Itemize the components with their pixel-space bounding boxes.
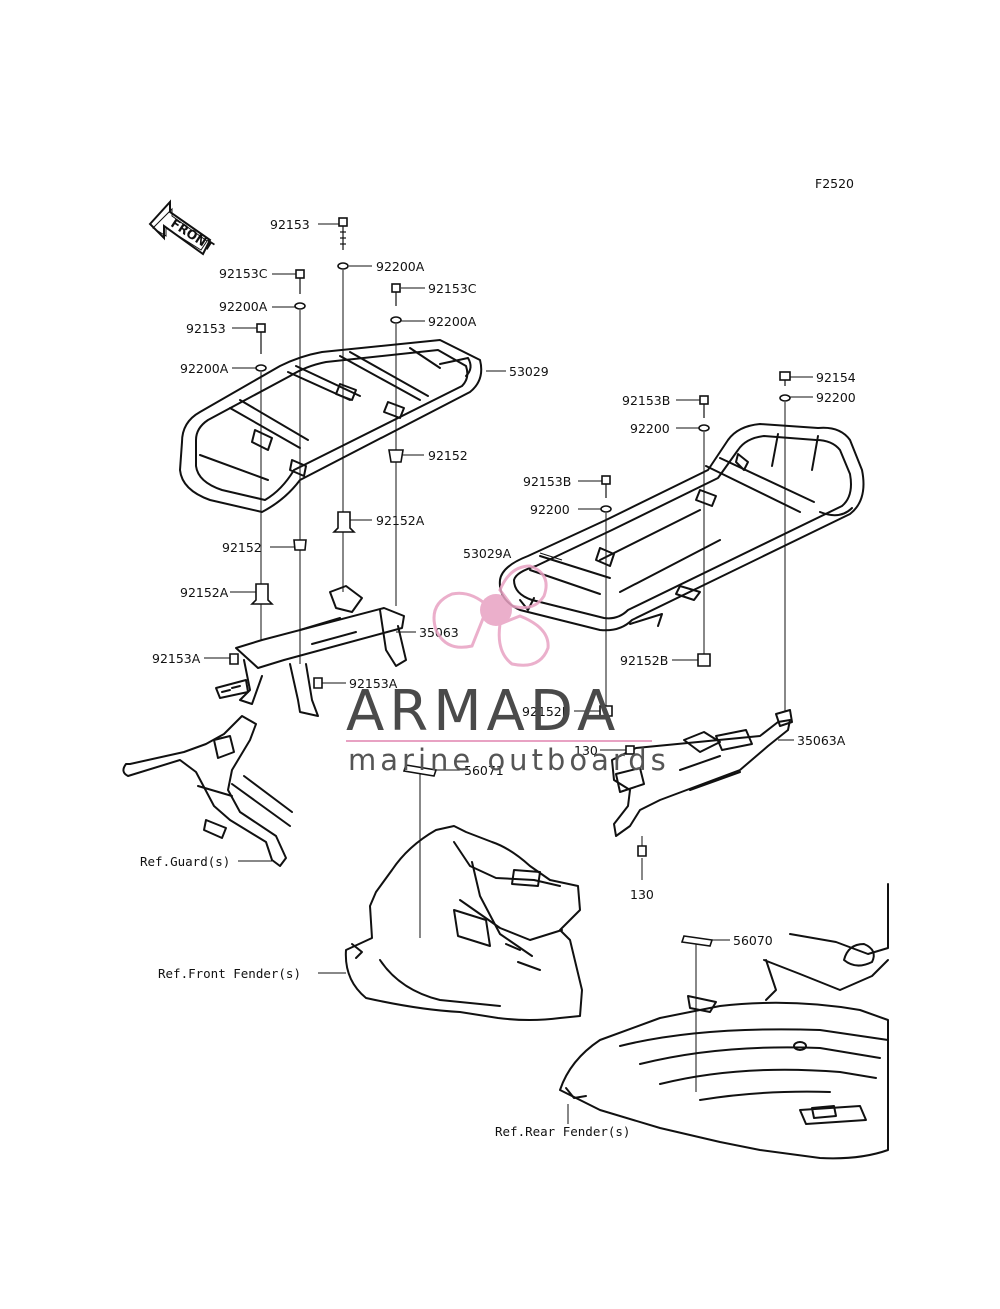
callout-130-bottom: 130 bbox=[630, 887, 654, 902]
callout-53029A: 53029A bbox=[463, 546, 512, 561]
callout-56070: 56070 bbox=[733, 933, 773, 948]
callout-92200A-top: 92200A bbox=[376, 259, 425, 274]
ref-guard-label: Ref.Guard(s) bbox=[140, 854, 230, 869]
left-fasteners bbox=[229, 217, 404, 689]
right-leader-lines bbox=[539, 376, 813, 880]
callout-92153A-mid: 92153A bbox=[349, 676, 398, 691]
left-callout-labels: 92153 92200A 92153C 92200A 92153C 92200A… bbox=[140, 217, 549, 869]
callout-92200A-leftlow: 92200A bbox=[180, 361, 229, 376]
right-fasteners bbox=[599, 371, 791, 857]
right-callout-labels: 92154 92200 92153B 92200 92153B 92200 53… bbox=[463, 370, 856, 902]
rear-fender-reference-part bbox=[559, 883, 889, 1160]
callout-92152-left: 92152 bbox=[222, 540, 262, 555]
rear-carrier-bracket-35063A bbox=[611, 709, 793, 837]
callout-92200A-right: 92200A bbox=[428, 314, 477, 329]
callout-92153A-left: 92153A bbox=[152, 651, 201, 666]
rear-carrier-53029A bbox=[498, 423, 865, 632]
callout-92153C-right: 92153C bbox=[428, 281, 477, 296]
callout-92152B-right: 92152B bbox=[620, 653, 668, 668]
callout-92153B-mid: 92153B bbox=[523, 474, 571, 489]
callout-53029: 53029 bbox=[509, 364, 549, 379]
watermark-tagline: marine outboards bbox=[348, 743, 670, 777]
callout-92200A-left: 92200A bbox=[219, 299, 268, 314]
callout-92153-top: 92153 bbox=[270, 217, 310, 232]
ref-rear-fender-label: Ref.Rear Fender(s) bbox=[495, 1124, 630, 1139]
guard-reference-part bbox=[122, 715, 293, 867]
front-carrier-53029 bbox=[179, 339, 483, 513]
callout-56071: 56071 bbox=[464, 763, 504, 778]
armada-watermark: ARMADA marine outboards bbox=[346, 564, 670, 777]
propeller-logo-icon bbox=[432, 564, 550, 667]
callout-92152A-mid: 92152A bbox=[376, 513, 425, 528]
callout-92200-r1: 92200 bbox=[816, 390, 856, 405]
front-carrier-bracket-35063 bbox=[215, 585, 407, 717]
callout-92200-mid: 92200 bbox=[530, 502, 570, 517]
watermark-brand: ARMADA bbox=[346, 679, 620, 744]
callout-130-top: 130 bbox=[574, 743, 598, 758]
callout-92154: 92154 bbox=[816, 370, 856, 385]
ref-front-fender-label: Ref.Front Fender(s) bbox=[158, 966, 301, 981]
callout-92152-right: 92152 bbox=[428, 448, 468, 463]
left-leader-lines bbox=[204, 223, 506, 862]
figure-code: F2520 bbox=[815, 176, 854, 191]
callout-92200-r2: 92200 bbox=[630, 421, 670, 436]
front-direction-arrow-icon: FRONT bbox=[148, 199, 217, 256]
callout-92152A-left: 92152A bbox=[180, 585, 229, 600]
callout-35063A: 35063A bbox=[797, 733, 846, 748]
front-fender-reference-part bbox=[318, 764, 583, 1021]
callout-92153B-right: 92153B bbox=[622, 393, 670, 408]
callout-92152B-mid: 92152B bbox=[522, 704, 570, 719]
callout-92153C-left: 92153C bbox=[219, 266, 268, 281]
callout-92153-left: 92153 bbox=[186, 321, 226, 336]
